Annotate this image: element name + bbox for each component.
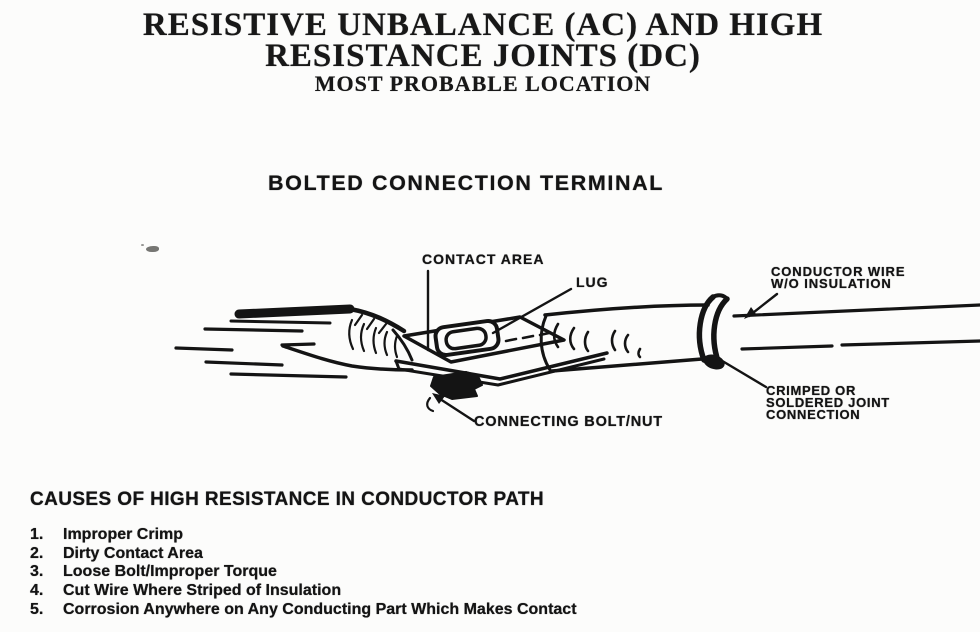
causes-list: 1. Improper Crimp 2. Dirty Contact Area … (30, 527, 950, 621)
lug-barrel (539, 303, 710, 373)
conductor-wire-arrowhead (744, 307, 756, 319)
list-item-number: 1. (30, 526, 44, 543)
cable-insulation (229, 304, 414, 372)
crimped-joint-leader-line (717, 357, 768, 389)
cable-speed-lines (174, 327, 348, 379)
lug-leader-line (491, 287, 573, 335)
page-title-line-2: RESISTANCE JOINTS (DC) (265, 38, 701, 74)
bolt-arrowhead (432, 393, 445, 404)
list-item-number: 2. (30, 544, 44, 562)
label-crimped-joint-line-1: CRIMPED OR (766, 383, 857, 398)
list-item-text: Loose Bolt/Improper Torque (63, 563, 277, 581)
label-conductor-wire: CONDUCTOR WIRE W/O INSULATION (771, 264, 906, 291)
label-conductor-wire-line-1: CONDUCTOR WIRE (771, 264, 906, 279)
label-connecting-bolt-nut: CONNECTING BOLT/NUT (474, 414, 663, 430)
list-item: 4. Cut Wire Where Striped of Insulation (30, 583, 950, 599)
label-crimped-joint-line-3: CONNECTION (766, 406, 861, 422)
diagram-heading: BOLTED CONNECTION TERMINAL (268, 171, 664, 195)
list-item-text: Dirty Contact Area (63, 544, 203, 562)
label-conductor-wire-line-2: W/O INSULATION (771, 275, 892, 291)
page-title-line-3: MOST PROBABLE LOCATION (314, 71, 652, 96)
label-crimped-joint: CRIMPED OR SOLDERED JOINT CONNECTION (766, 383, 890, 422)
list-item-text: Corrosion Anywhere on Any Conducting Par… (63, 600, 577, 618)
list-item-text: Cut Wire Where Striped of Insulation (63, 582, 342, 600)
contact-area-nut (433, 318, 551, 358)
list-item: 3. Loose Bolt/Improper Torque (30, 564, 950, 580)
label-contact-area: CONTACT AREA (422, 251, 545, 267)
label-lug: LUG (576, 274, 609, 290)
list-item-number: 3. (30, 563, 44, 581)
scan-speck-small (141, 244, 144, 246)
leader-arrowheads (432, 307, 756, 404)
bolt-leader-line (435, 395, 476, 423)
crimp-marks (552, 322, 642, 359)
list-item: 1. Improper Crimp (30, 527, 950, 543)
list-item-number: 5. (30, 600, 44, 618)
conductor-wire (732, 303, 980, 351)
list-item: 5. Corrosion Anywhere on Any Conducting … (30, 600, 950, 618)
list-item-text: Improper Crimp (63, 526, 184, 543)
list-item-number: 4. (30, 582, 44, 600)
list-item: 2. Dirty Contact Area (30, 544, 950, 562)
scan-speck (146, 246, 159, 252)
page-title: RESISTIVE UNBALANCE (AC) AND HIGH RESIST… (0, 7, 966, 96)
label-crimped-joint-line-2: SOLDERED JOINT (766, 394, 890, 410)
page-title-line-1: RESISTIVE UNBALANCE (AC) AND HIGH (142, 7, 824, 43)
causes-heading: CAUSES OF HIGH RESISTANCE IN CONDUCTOR P… (30, 489, 545, 510)
connecting-bolt (426, 371, 483, 413)
